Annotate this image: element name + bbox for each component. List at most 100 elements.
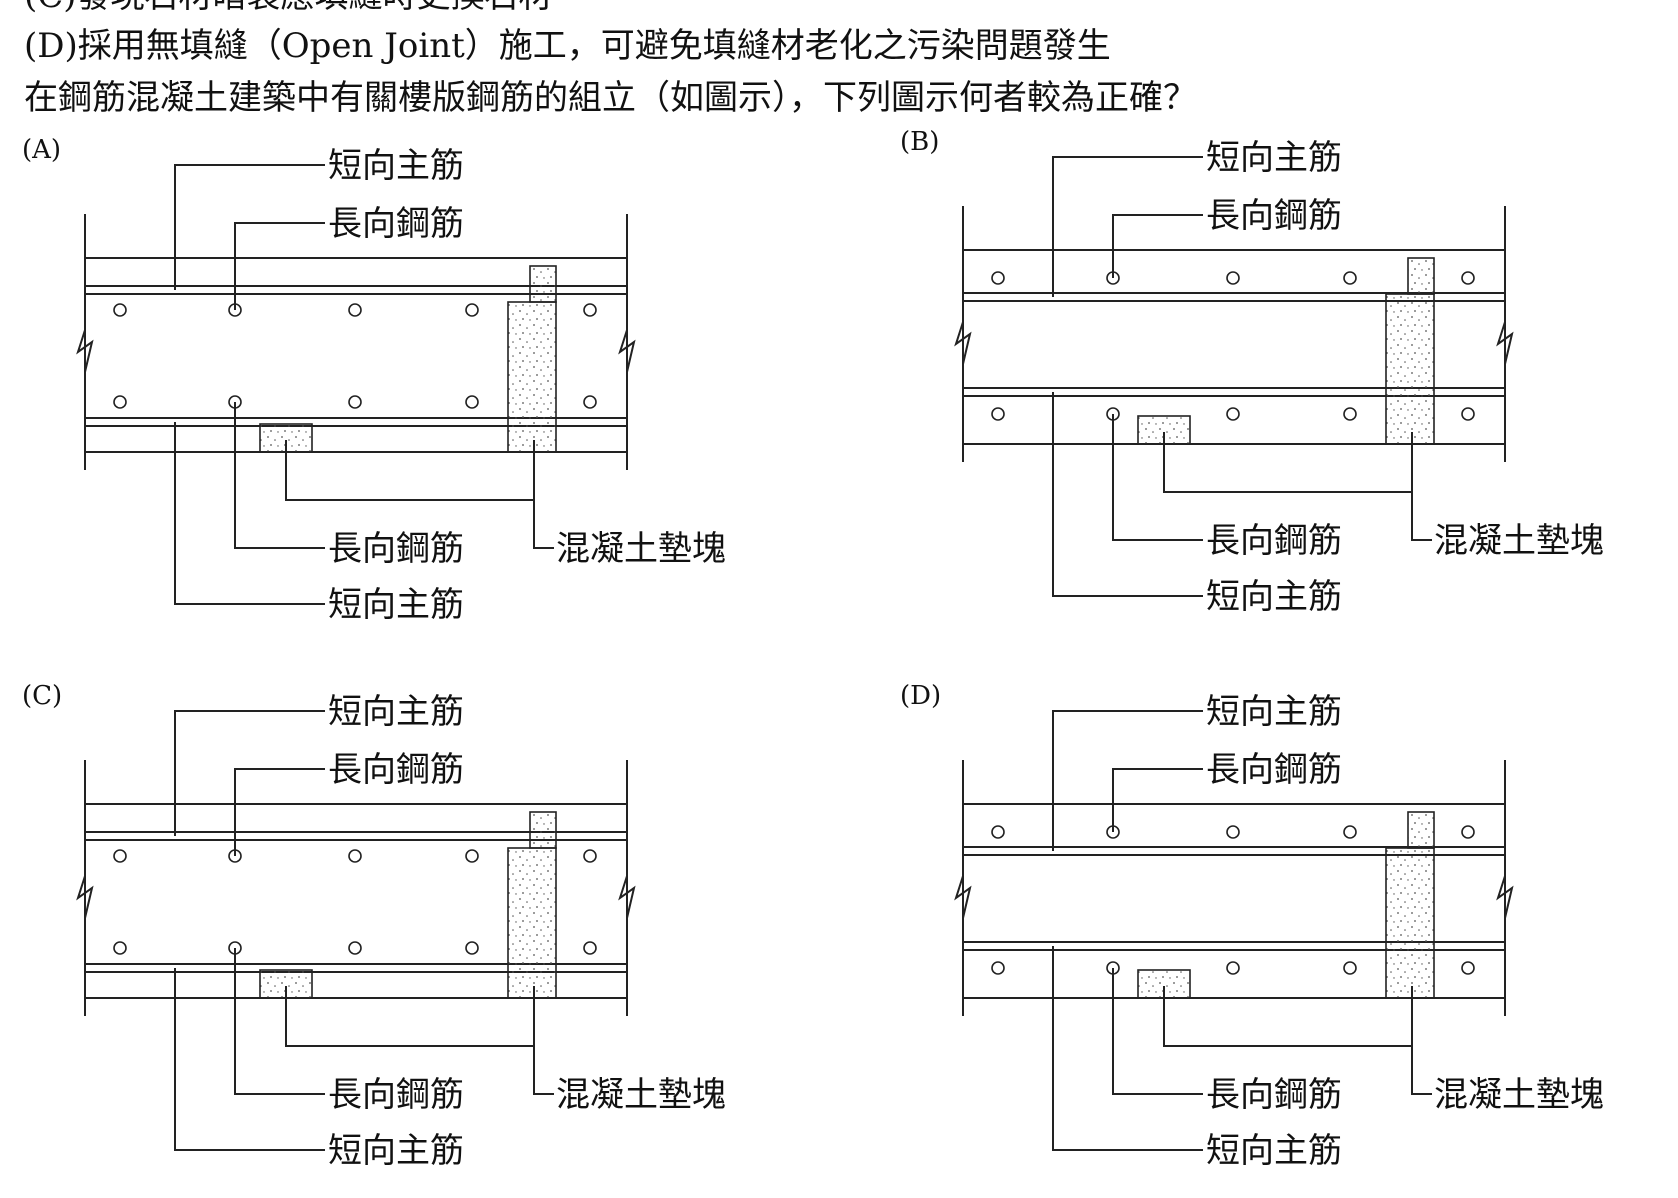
side-spacer-block xyxy=(507,847,557,999)
long-bar-circle xyxy=(348,303,362,317)
label-short-main-top: 短向主筋 xyxy=(1206,692,1342,732)
option-d-text: (D)採用無填縫（Open Joint）施工，可避免填縫材老化之污染問題發生 xyxy=(24,26,1111,66)
break-mark xyxy=(1496,321,1514,365)
option-tag: (D) xyxy=(900,681,941,711)
long-bar-circle xyxy=(991,407,1005,421)
long-bar-circle xyxy=(1226,407,1240,421)
leader-top-long xyxy=(234,222,325,310)
label-concrete-spacer: 混凝土墊塊 xyxy=(1434,1075,1604,1115)
leader-bottom-main xyxy=(1052,392,1203,597)
leader-spacer xyxy=(1411,492,1432,541)
label-long-bar-bottom: 長向鋼筋 xyxy=(328,1075,464,1115)
label-long-bar-bottom: 長向鋼筋 xyxy=(1206,521,1342,561)
long-bar-circle xyxy=(1461,407,1475,421)
leader-spacer xyxy=(1411,1046,1432,1095)
side-spacer-top xyxy=(529,811,557,849)
long-bar-circle xyxy=(465,395,479,409)
leader-top-long xyxy=(234,768,325,856)
long-bar-circle xyxy=(1461,825,1475,839)
question-stem: 在鋼筋混凝土建築中有關樓版鋼筋的組立（如圖示），下列圖示何者較為正確？ xyxy=(24,78,1197,118)
option-tag: (A) xyxy=(22,135,61,165)
long-bar-circle xyxy=(583,941,597,955)
long-bar-circle xyxy=(465,941,479,955)
leader-spacer xyxy=(533,1046,554,1095)
label-concrete-spacer: 混凝土墊塊 xyxy=(1434,521,1604,561)
label-short-main-top: 短向主筋 xyxy=(328,146,464,186)
leader-bottom-long xyxy=(1112,414,1203,541)
label-short-main-bottom: 短向主筋 xyxy=(328,585,464,625)
side-spacer-top xyxy=(1407,257,1435,295)
label-concrete-spacer: 混凝土墊塊 xyxy=(556,529,726,569)
leader-spacer xyxy=(285,986,535,1047)
label-short-main-top: 短向主筋 xyxy=(328,692,464,732)
leader-bottom-main xyxy=(174,968,325,1151)
label-short-main-bottom: 短向主筋 xyxy=(1206,577,1342,617)
label-short-main-bottom: 短向主筋 xyxy=(328,1131,464,1171)
leader-bottom-main xyxy=(1052,946,1203,1151)
long-bar-circle xyxy=(113,303,127,317)
break-mark xyxy=(76,329,94,373)
long-bar-circle xyxy=(348,941,362,955)
long-bar-circle xyxy=(113,395,127,409)
long-bar-circle xyxy=(1343,271,1357,285)
leader-bottom-main xyxy=(174,422,325,605)
break-mark xyxy=(618,329,636,373)
leader-top-main xyxy=(174,710,325,836)
break-mark xyxy=(1496,875,1514,919)
long-bar-circle xyxy=(991,961,1005,975)
leader-top-main xyxy=(174,164,325,290)
leader-top-main xyxy=(1052,710,1203,851)
label-long-bar-top: 長向鋼筋 xyxy=(1206,196,1342,236)
side-spacer-top xyxy=(529,265,557,303)
long-bar-circle xyxy=(113,849,127,863)
leader-spacer xyxy=(533,500,554,549)
side-spacer-block xyxy=(1385,847,1435,999)
long-bar-circle xyxy=(1343,825,1357,839)
long-bar-circle xyxy=(1226,961,1240,975)
side-spacer-block xyxy=(1385,293,1435,445)
option-tag: (C) xyxy=(22,681,62,711)
long-bar-circle xyxy=(465,303,479,317)
long-bar-circle xyxy=(1226,271,1240,285)
side-spacer-block xyxy=(507,301,557,453)
leader-bottom-long xyxy=(1112,968,1203,1095)
leader-top-main xyxy=(1052,156,1203,297)
long-bar-circle xyxy=(991,271,1005,285)
break-mark xyxy=(954,875,972,919)
leader-top-long xyxy=(1112,768,1203,832)
long-bar-circle xyxy=(348,395,362,409)
long-bar-circle xyxy=(991,825,1005,839)
long-bar-circle xyxy=(465,849,479,863)
leader-bottom-long xyxy=(234,948,325,1095)
leader-bottom-long xyxy=(234,402,325,549)
label-long-bar-top: 長向鋼筋 xyxy=(328,750,464,790)
leader-spacer xyxy=(1163,432,1413,493)
leader-top-long xyxy=(1112,214,1203,278)
option-tag: (B) xyxy=(900,127,939,157)
long-bar-circle xyxy=(1461,961,1475,975)
break-mark xyxy=(618,875,636,919)
label-long-bar-bottom: 長向鋼筋 xyxy=(1206,1075,1342,1115)
leader-spacer xyxy=(1163,986,1413,1047)
label-long-bar-top: 長向鋼筋 xyxy=(328,204,464,244)
side-spacer-top xyxy=(1407,811,1435,849)
break-mark xyxy=(76,875,94,919)
label-long-bar-bottom: 長向鋼筋 xyxy=(328,529,464,569)
label-long-bar-top: 長向鋼筋 xyxy=(1206,750,1342,790)
long-bar-circle xyxy=(113,941,127,955)
long-bar-circle xyxy=(583,395,597,409)
label-short-main-bottom: 短向主筋 xyxy=(1206,1131,1342,1171)
leader-spacer xyxy=(285,440,535,501)
long-bar-circle xyxy=(1461,271,1475,285)
long-bar-circle xyxy=(583,303,597,317)
label-concrete-spacer: 混凝土墊塊 xyxy=(556,1075,726,1115)
long-bar-circle xyxy=(348,849,362,863)
long-bar-circle xyxy=(1343,961,1357,975)
long-bar-circle xyxy=(1226,825,1240,839)
label-short-main-top: 短向主筋 xyxy=(1206,138,1342,178)
